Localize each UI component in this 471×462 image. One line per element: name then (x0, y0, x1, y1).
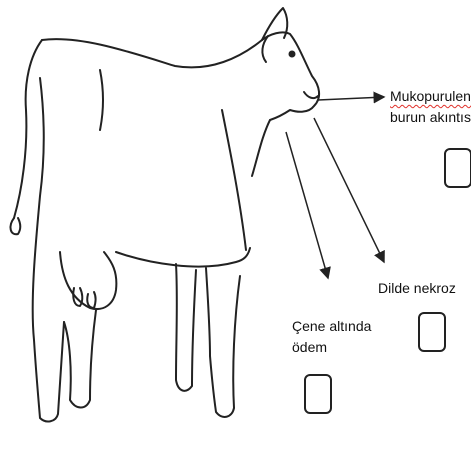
cow-teat-2 (87, 292, 95, 308)
label-jaw-line2: ödem (292, 337, 371, 358)
cow-eye (290, 52, 295, 57)
label-jaw-line1: Çene altında (292, 316, 371, 337)
label-tongue-necrosis: Dilde nekroz (378, 278, 456, 299)
cow-horn (262, 8, 287, 40)
cow-rear-leg-back (64, 310, 96, 408)
cow-back-outline (42, 39, 262, 67)
cow-dewlap (252, 120, 270, 176)
pointer-nasal (318, 97, 384, 100)
label-jaw-edema: Çene altında ödem (292, 316, 371, 358)
cow-rear-leg (33, 78, 64, 421)
cow-front-leg-2 (206, 268, 240, 417)
cow-tail-tuft (11, 218, 21, 234)
cow-shoulder (222, 110, 246, 250)
label-nasal-line2: burun akıntısı (390, 107, 471, 128)
label-nasal-discharge: Mukopurulent burun akıntısı (390, 86, 471, 128)
cow-tail (14, 40, 42, 218)
checkbox-jaw-edema[interactable] (304, 374, 332, 414)
checkbox-tongue-necrosis[interactable] (418, 312, 446, 352)
pointer-jaw (286, 132, 328, 278)
label-nasal-line1: Mukopurulent (390, 86, 471, 107)
cow-front-leg-1 (176, 264, 196, 391)
cow-body-crease (100, 70, 103, 130)
cow-belly (116, 248, 250, 267)
pointer-tongue (314, 118, 384, 262)
label-tongue-line1: Dilde nekroz (378, 278, 456, 299)
checkbox-nasal-discharge[interactable] (444, 148, 471, 188)
cow-head (262, 32, 319, 120)
cow-muzzle (304, 92, 318, 98)
